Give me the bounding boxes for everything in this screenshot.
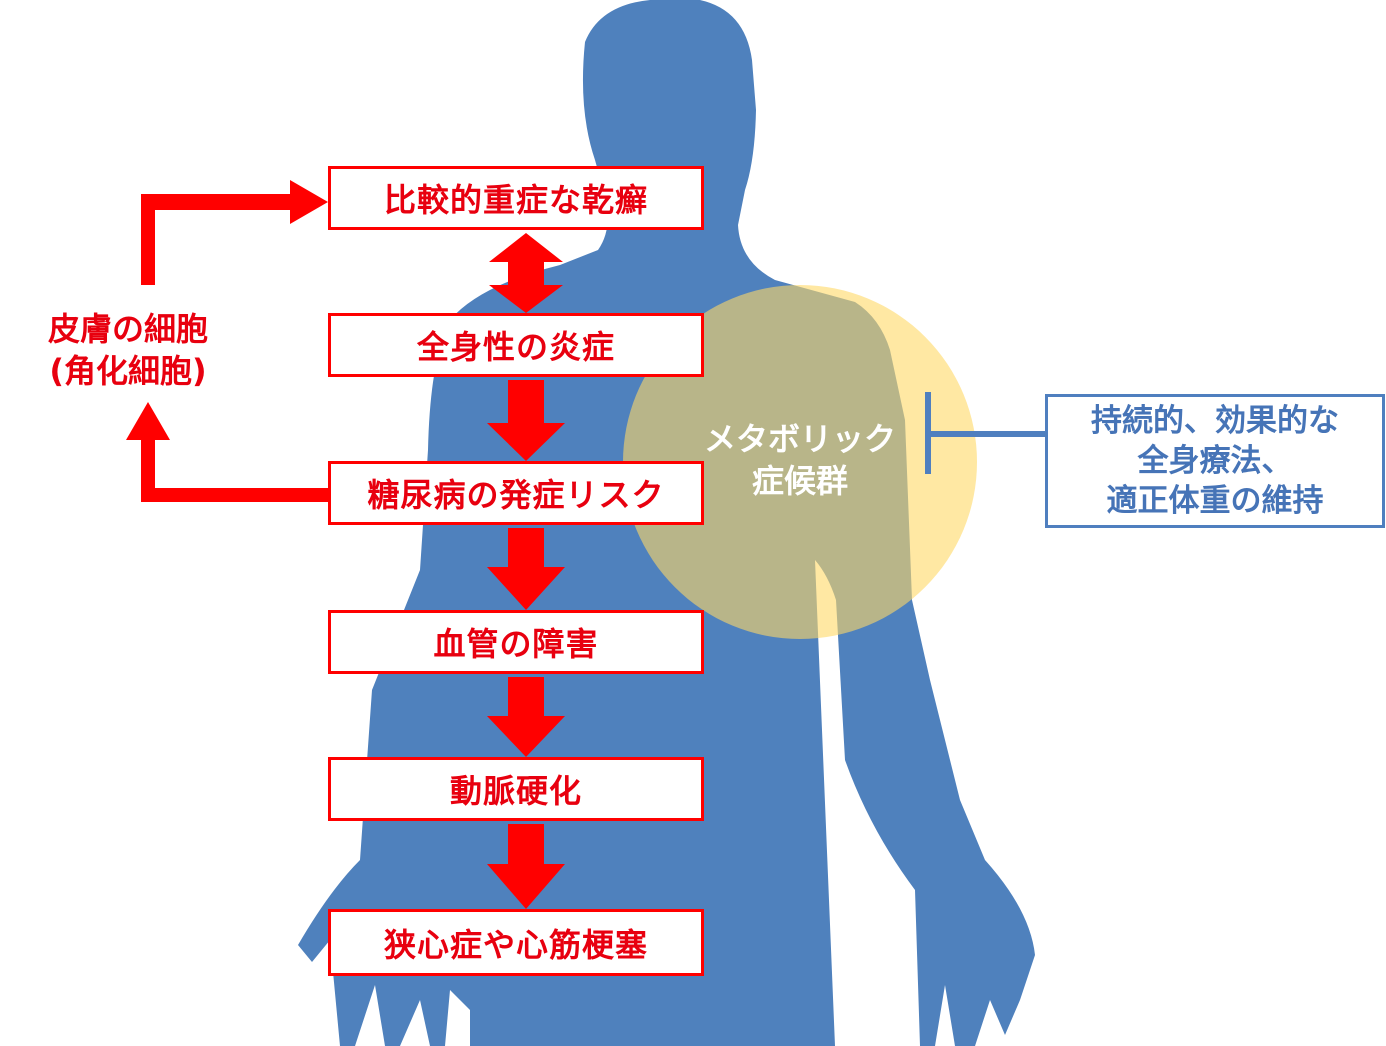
- metabolic-syndrome-label: メタボリック 症候群: [700, 418, 900, 502]
- heart-disease-box: 狭心症や心筋梗塞: [328, 909, 704, 976]
- treatment-box: 持続的、効果的な 全身療法、 適正体重の維持: [1045, 394, 1385, 528]
- arrow-skin-to-psoriasis: [141, 180, 328, 285]
- metabolic-line1: メタボリック: [703, 420, 896, 458]
- systemic-inflammation-box: 全身性の炎症: [328, 313, 704, 377]
- psoriasis-label: 比較的重症な乾癬: [383, 181, 648, 219]
- arrow-diabetes-to-skin: [126, 402, 328, 502]
- down-arrow-5-6: [487, 824, 565, 909]
- diabetes-risk-label: 糖尿病の発症リスク: [367, 476, 665, 514]
- feedback-arrows: [126, 180, 328, 502]
- vascular-damage-box: 血管の障害: [328, 610, 704, 674]
- down-arrow-2-3: [487, 380, 565, 461]
- psoriasis-box: 比較的重症な乾癬: [328, 166, 704, 230]
- arteriosclerosis-label: 動脈硬化: [449, 772, 582, 810]
- skin-cells-line1: 皮膚の細胞: [47, 310, 208, 348]
- inhibition-line: [925, 392, 1045, 474]
- double-arrow-1-2: [489, 233, 563, 313]
- treatment-line2: 全身療法、: [1137, 443, 1293, 479]
- metabolic-line2: 症候群: [751, 462, 848, 500]
- treatment-line3: 適正体重の維持: [1106, 483, 1324, 519]
- metabolic-syndrome-circle: [623, 285, 977, 639]
- chain-arrows: [487, 233, 565, 909]
- skin-cells-label: 皮膚の細胞 (角化細胞): [12, 308, 244, 392]
- treatment-line1: 持続的、効果的な: [1091, 403, 1339, 439]
- down-arrow-3-4: [487, 528, 565, 610]
- arteriosclerosis-box: 動脈硬化: [328, 757, 704, 821]
- skin-cells-line2: (角化細胞): [49, 352, 207, 390]
- vascular-damage-label: 血管の障害: [433, 625, 599, 663]
- down-arrow-4-5: [487, 677, 565, 757]
- systemic-inflammation-label: 全身性の炎症: [416, 328, 615, 366]
- heart-disease-label: 狭心症や心筋梗塞: [383, 925, 648, 964]
- diabetes-risk-box: 糖尿病の発症リスク: [328, 461, 704, 525]
